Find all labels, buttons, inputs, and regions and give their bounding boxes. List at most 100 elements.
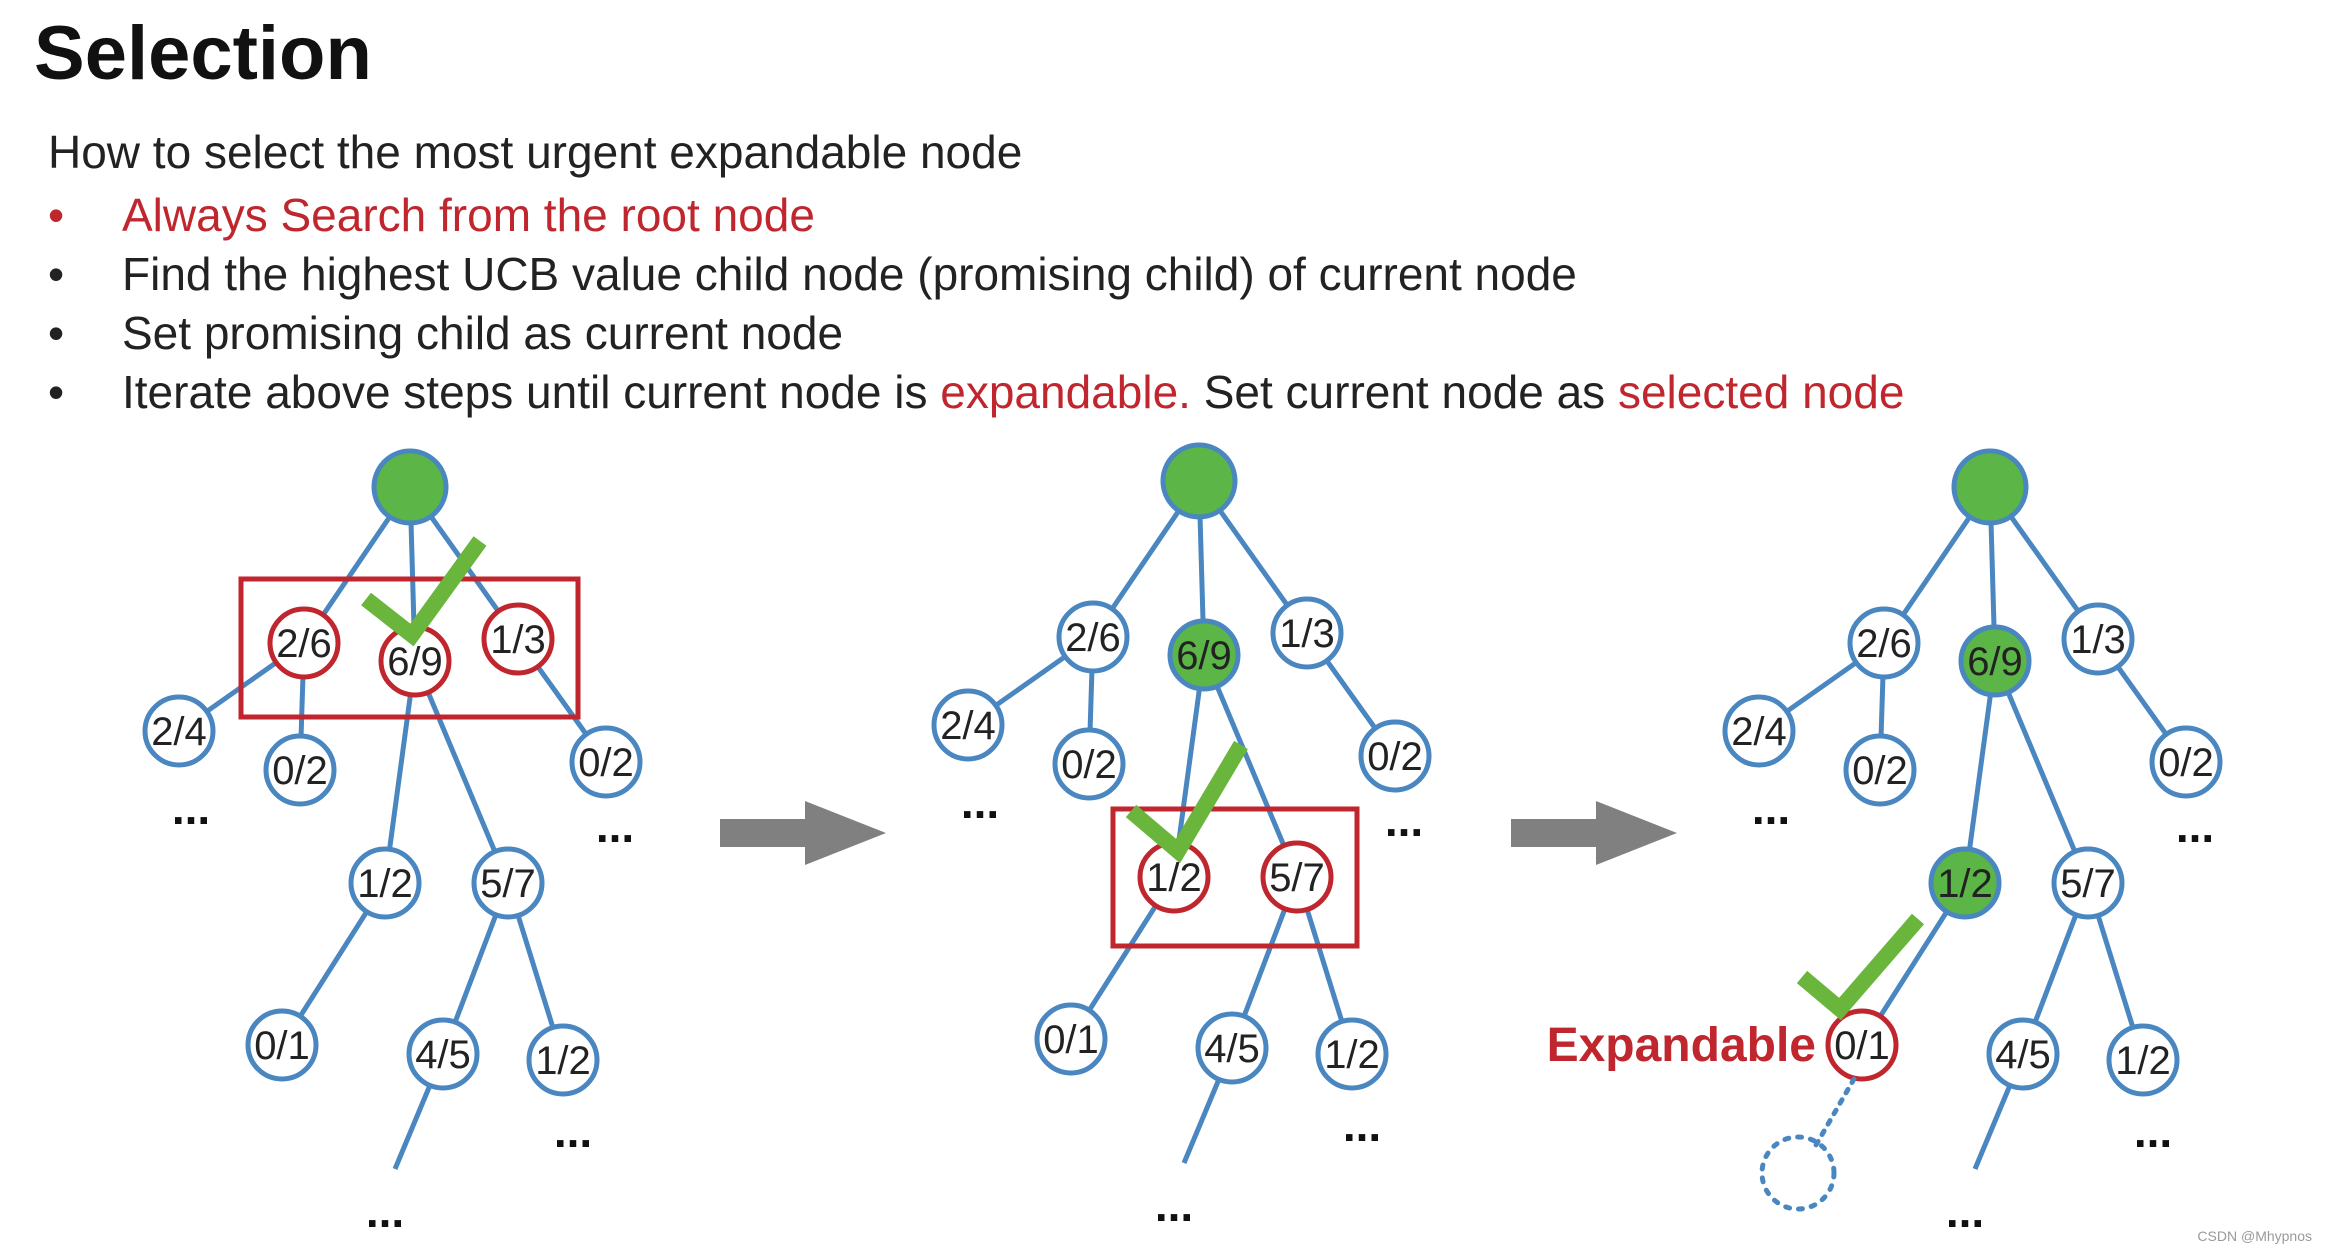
tree-node [1843, 733, 1917, 807]
tree-edge [1201, 654, 1300, 878]
check-mark [361, 536, 487, 647]
bullet-text: Set current node as [1190, 366, 1618, 418]
ellipsis-mark: ... [596, 800, 634, 852]
tree-node [1958, 624, 2032, 698]
tree-node [1315, 1017, 1389, 1091]
tree-node [1358, 719, 1432, 793]
node-label: 1/2 [2115, 1039, 2171, 1083]
tree-node [471, 846, 545, 920]
tree-node [1195, 1011, 1269, 1085]
tree-node [1928, 846, 2002, 920]
ellipsis-mark: ... [1946, 1185, 1984, 1237]
bullet-emphasis-expandable: expandable. [940, 366, 1191, 418]
tree-node [1847, 606, 1921, 680]
bullet-text-highlight: Always Search from the root node [122, 189, 815, 241]
node-label: 4/5 [1204, 1027, 1260, 1071]
tree-node [348, 846, 422, 920]
node-label: 1/3 [2070, 618, 2126, 662]
page-title: Selection [34, 11, 372, 96]
node-label: 2/4 [1731, 710, 1787, 754]
check-mark [1125, 740, 1248, 864]
node-label: 2/4 [151, 710, 207, 754]
tree-node [1167, 618, 1241, 692]
tree-edge [1962, 660, 1998, 884]
bullet-item: • Always Search from the root node [48, 186, 1904, 245]
node-label: 0/2 [272, 749, 328, 793]
node-label: 1/2 [357, 862, 413, 906]
step-arrow [720, 801, 886, 865]
tree-node [1986, 1017, 2060, 1091]
root-node [371, 448, 449, 526]
node-label: 5/7 [2060, 862, 2116, 906]
node-label: 6/9 [1967, 640, 2023, 684]
bullet-item: • Iterate above steps until current node … [48, 363, 1904, 422]
tree-node [1722, 694, 1796, 768]
intro-text: How to select the most urgent expandable… [48, 126, 1023, 178]
tree-node [263, 733, 337, 807]
root-node [1160, 442, 1238, 520]
node-label: 2/6 [276, 622, 332, 666]
tree-node [406, 1017, 480, 1091]
node-label: 0/1 [1834, 1024, 1890, 1068]
expandable-label: Expandable [1547, 1019, 1816, 1072]
tree-node [1056, 600, 1130, 674]
node-label: 1/2 [1937, 862, 1993, 906]
node-label: 1/3 [490, 618, 546, 662]
node-label: 0/2 [578, 741, 634, 785]
bullet-item: •Find the highest UCB value child node (… [48, 245, 1904, 304]
selection-box [238, 576, 581, 720]
tree-node [1052, 727, 1126, 801]
tree-node [931, 688, 1005, 762]
node-label: 1/3 [1279, 612, 1335, 656]
bullet-dot: • [48, 248, 65, 300]
future-node [1759, 1134, 1837, 1212]
bullet-dot: • [48, 307, 65, 359]
node-label: 1/2 [535, 1039, 591, 1083]
ellipsis-mark: ... [2134, 1105, 2172, 1157]
node-label: 5/7 [480, 862, 536, 906]
tree-node [2106, 1023, 2180, 1097]
ellipsis-mark: ... [366, 1185, 404, 1237]
node-label: 0/2 [1367, 735, 1423, 779]
tree-node [2061, 602, 2135, 676]
tree-node [569, 725, 643, 799]
tree-node [1034, 1002, 1108, 1076]
bullet-dot: • [48, 366, 65, 418]
tree-edge [382, 660, 418, 884]
bullet-list: • Always Search from the root node •Find … [48, 186, 1904, 422]
tree-node [481, 602, 555, 676]
ellipsis-mark: ... [1752, 782, 1790, 834]
ellipsis-mark: ... [1385, 794, 1423, 846]
ellipsis-mark: ... [1343, 1099, 1381, 1151]
ellipsis-mark: ... [1155, 1179, 1193, 1231]
arrows [720, 801, 1677, 865]
bullet-emphasis-selected: selected node [1617, 366, 1905, 418]
ellipsis-mark: ... [554, 1105, 592, 1157]
node-label: 2/6 [1856, 622, 1912, 666]
node-label: 5/7 [1269, 856, 1325, 900]
tree-node [1825, 1008, 1899, 1082]
bullet-text: Iterate above steps until current node i… [122, 366, 941, 418]
node-label: 2/4 [940, 704, 996, 748]
node-label: 6/9 [1176, 634, 1232, 678]
ellipsis-mark: ... [172, 782, 210, 834]
tree-node [1270, 596, 1344, 670]
tree-node [2051, 846, 2125, 920]
tree-node [142, 694, 216, 768]
tree-node [1260, 840, 1334, 914]
node-label: 4/5 [1995, 1033, 2051, 1077]
ellipsis-mark: ... [2176, 800, 2214, 852]
dotted-edge [1813, 1076, 1857, 1148]
ellipsis-mark: ... [961, 776, 999, 828]
bullet-text: Set promising child as current node [122, 307, 844, 359]
watermark: CSDN @Mhypnos [2197, 1228, 2312, 1244]
tree-edge [412, 660, 511, 884]
node-label: 0/2 [1852, 749, 1908, 793]
node-label: 4/5 [415, 1033, 471, 1077]
bullet-item: • Set promising child as current node [48, 304, 1904, 363]
bullet-dot: • [48, 189, 65, 241]
